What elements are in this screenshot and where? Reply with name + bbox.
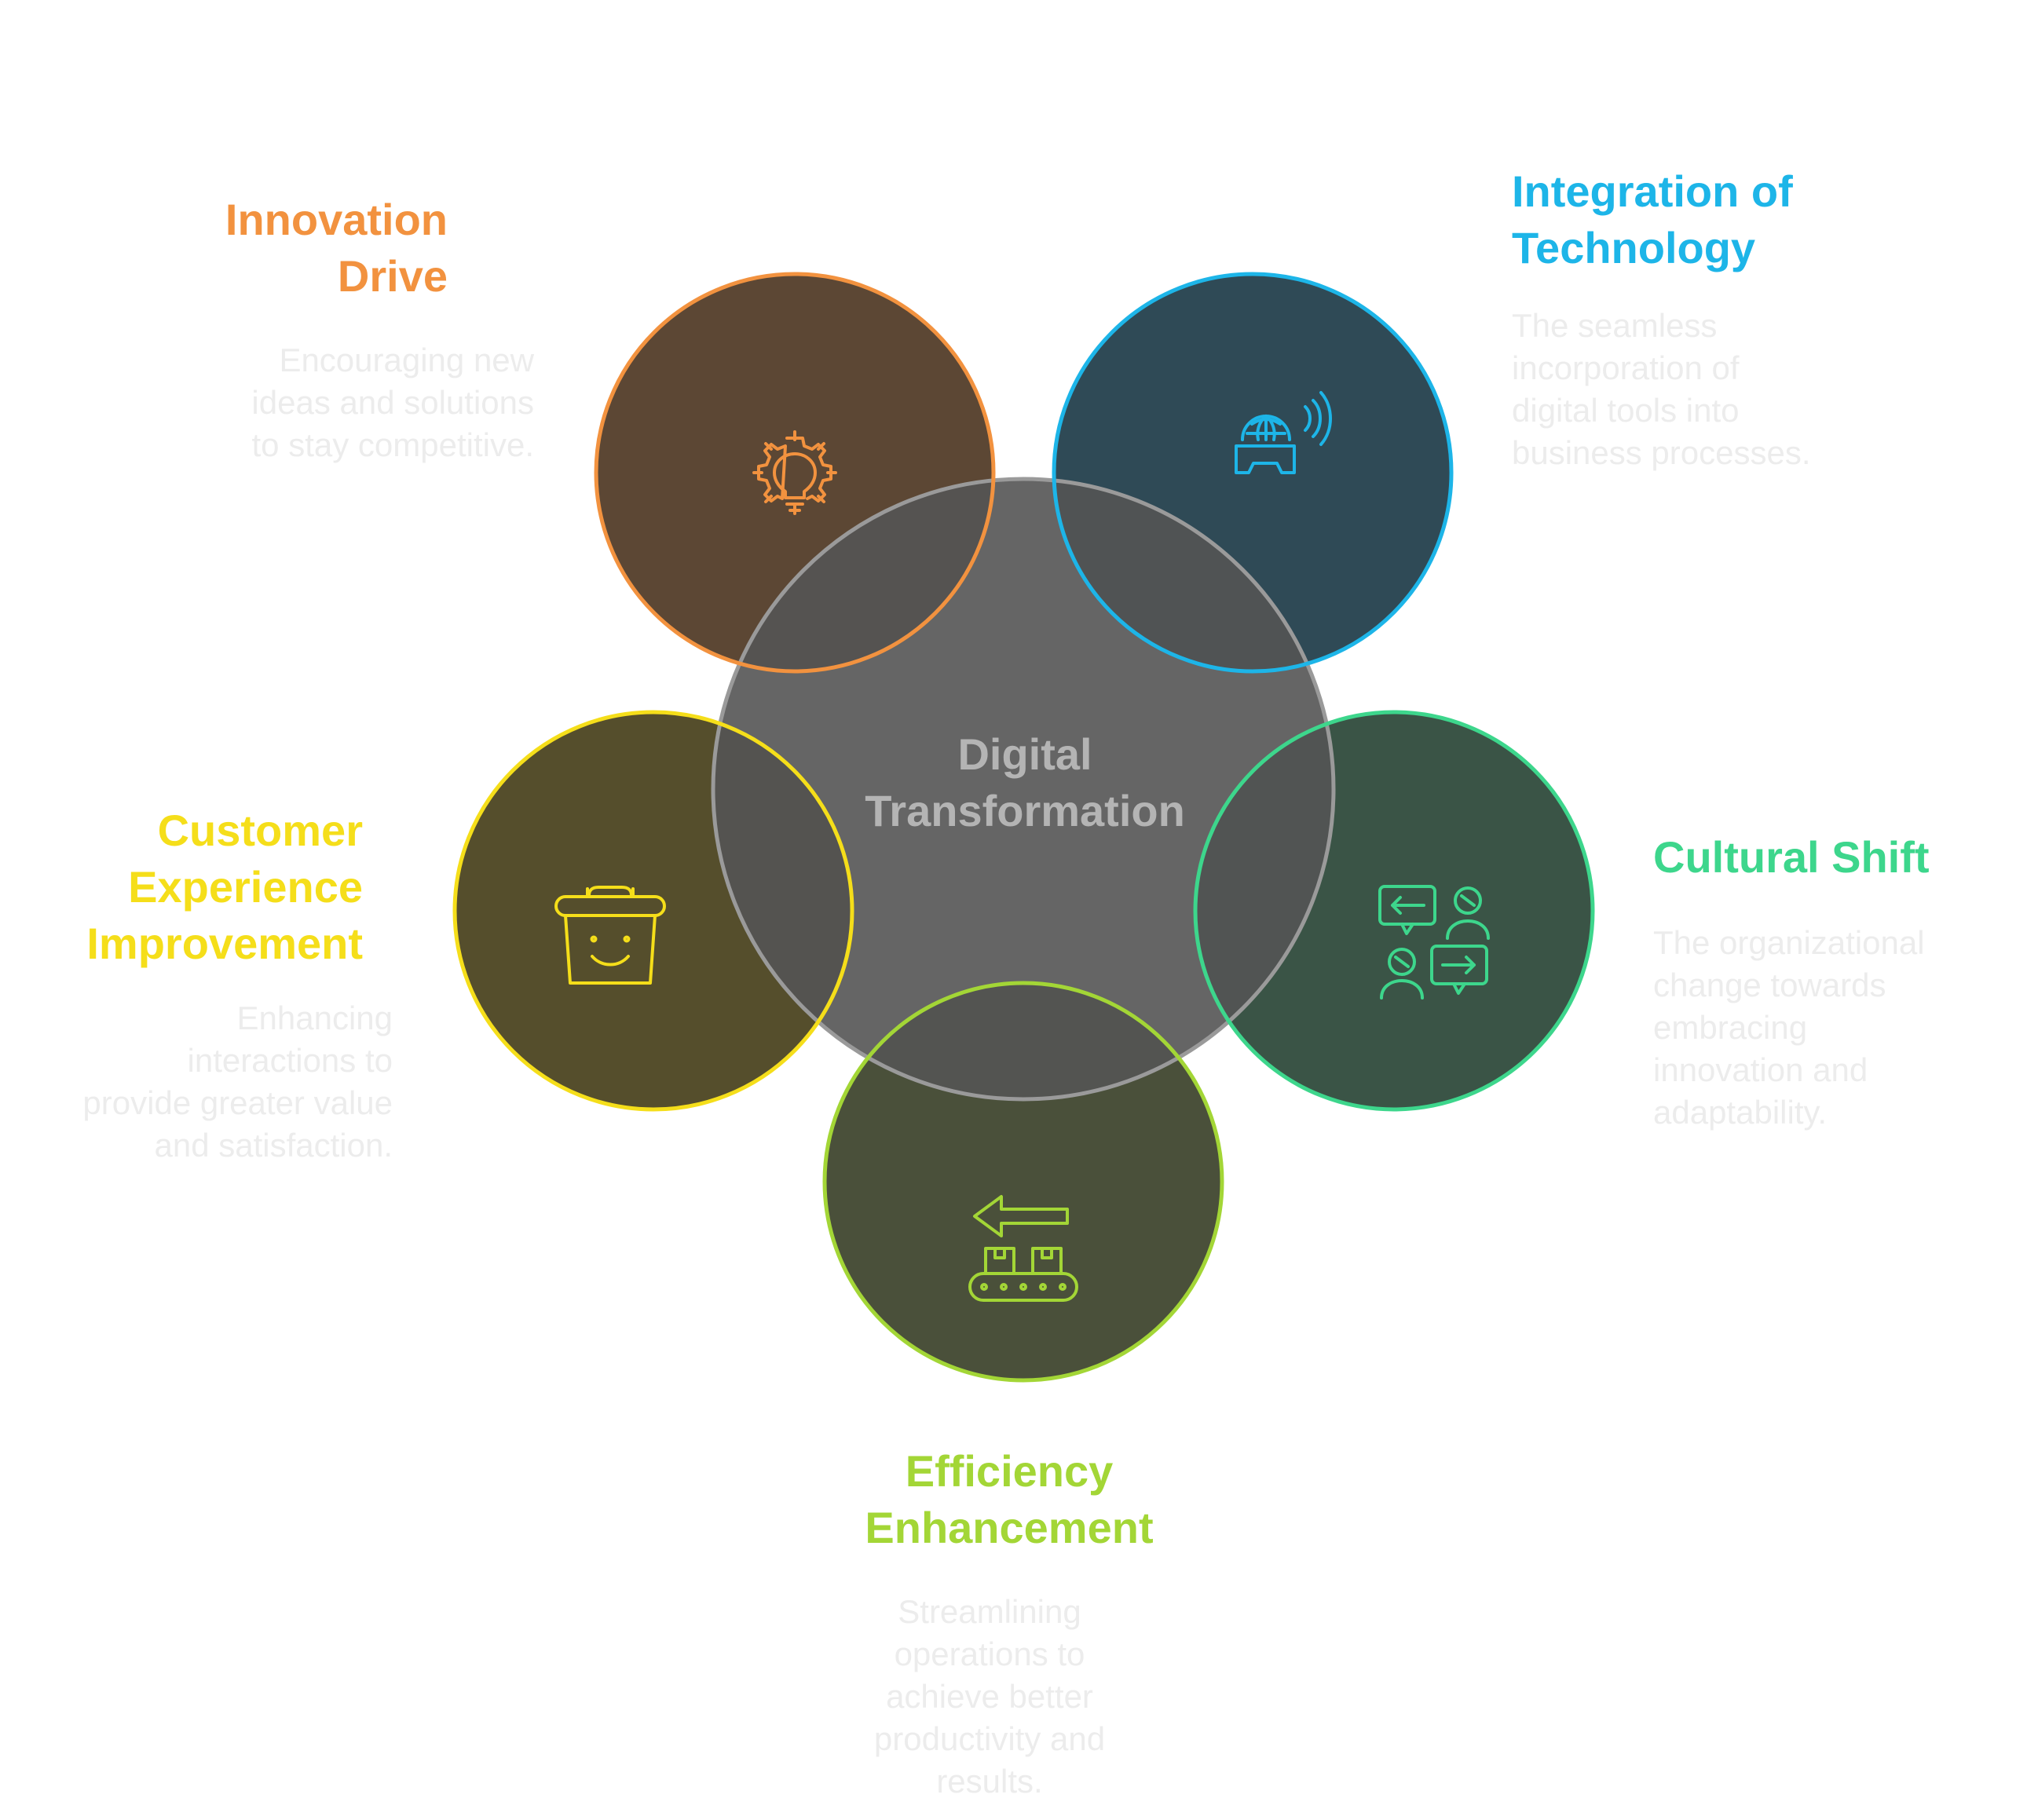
- technology-title-line: Technology: [1512, 223, 1756, 272]
- conveyor-icon: [968, 1195, 1078, 1302]
- people-exchange-icon: [1378, 885, 1490, 1000]
- technology-description-line: The seamless: [1512, 307, 1718, 344]
- center-label-line: Transformation: [865, 786, 1185, 835]
- innovation-title: Innovation Drive: [225, 192, 448, 305]
- customer-description-line: and satisfaction.: [154, 1127, 393, 1164]
- culture-description-line: innovation and: [1653, 1051, 1868, 1088]
- customer-description-line: interactions to: [187, 1042, 393, 1079]
- efficiency-description-line: operations to: [894, 1635, 1085, 1672]
- lightbulb-gear-icon: [752, 430, 837, 515]
- technology-circle-outline: [1052, 272, 1454, 674]
- culture-description-line: change towards: [1653, 967, 1886, 1003]
- technology-title-line: Integration of: [1512, 166, 1793, 216]
- culture-circle-outline: [1193, 710, 1595, 1112]
- innovation-circle-outline: [594, 272, 996, 674]
- technology-description: The seamless incorporation of digital to…: [1512, 305, 1811, 474]
- center-circle-outline: [711, 477, 1336, 1102]
- efficiency-title-line: Efficiency: [905, 1446, 1114, 1496]
- efficiency-title: Efficiency Enhancement: [813, 1443, 1206, 1556]
- technology-description-line: incorporation of: [1512, 349, 1740, 386]
- customer-title-line: Improvement: [86, 919, 363, 968]
- technology-description-line: digital tools into: [1512, 392, 1740, 429]
- innovation-description: Encouraging new ideas and solutions to s…: [251, 339, 534, 466]
- smiling-basket-icon: [554, 886, 666, 985]
- culture-title-line: Cultural Shift: [1653, 832, 1930, 882]
- customer-circle-outline: [452, 710, 854, 1112]
- innovation-description-line: Encouraging new: [279, 342, 534, 378]
- efficiency-description-line: productivity and: [873, 1720, 1106, 1757]
- culture-description-line: adaptability.: [1653, 1094, 1828, 1131]
- culture-description-line: embracing: [1653, 1009, 1808, 1046]
- center-label: Digital Transformation: [770, 726, 1280, 839]
- customer-title-line: Customer: [157, 806, 363, 855]
- technology-title: Integration of Technology: [1512, 163, 1793, 276]
- customer-description: Enhancing interactions to provide greate…: [82, 997, 393, 1167]
- center-label-line: Digital: [957, 729, 1092, 779]
- culture-title: Cultural Shift: [1653, 829, 1930, 886]
- innovation-title-line: Innovation: [225, 195, 448, 244]
- technology-description-line: business processes.: [1512, 434, 1811, 471]
- efficiency-description-line: achieve better: [886, 1678, 1093, 1715]
- efficiency-title-line: Enhancement: [865, 1503, 1154, 1552]
- culture-description-line: The organizational: [1653, 924, 1925, 961]
- center-circle: [713, 479, 1334, 1099]
- efficiency-circle-outline: [822, 981, 1224, 1383]
- vr-globe-icon: [1235, 391, 1332, 474]
- innovation-description-line: ideas and solutions: [251, 384, 534, 421]
- customer-description-line: provide greater value: [82, 1084, 393, 1121]
- efficiency-description: Streamlining operations to achieve bette…: [813, 1591, 1166, 1803]
- customer-title: Customer Experience Improvement: [86, 802, 363, 972]
- innovation-description-line: to stay competitive.: [251, 426, 534, 463]
- efficiency-description-line: Streamlining: [898, 1593, 1081, 1630]
- customer-title-line: Experience: [128, 862, 363, 912]
- customer-description-line: Enhancing: [236, 1000, 393, 1036]
- innovation-title-line: Drive: [337, 251, 448, 301]
- culture-description: The organizational change towards embrac…: [1653, 922, 1925, 1134]
- efficiency-description-line: results.: [936, 1763, 1043, 1800]
